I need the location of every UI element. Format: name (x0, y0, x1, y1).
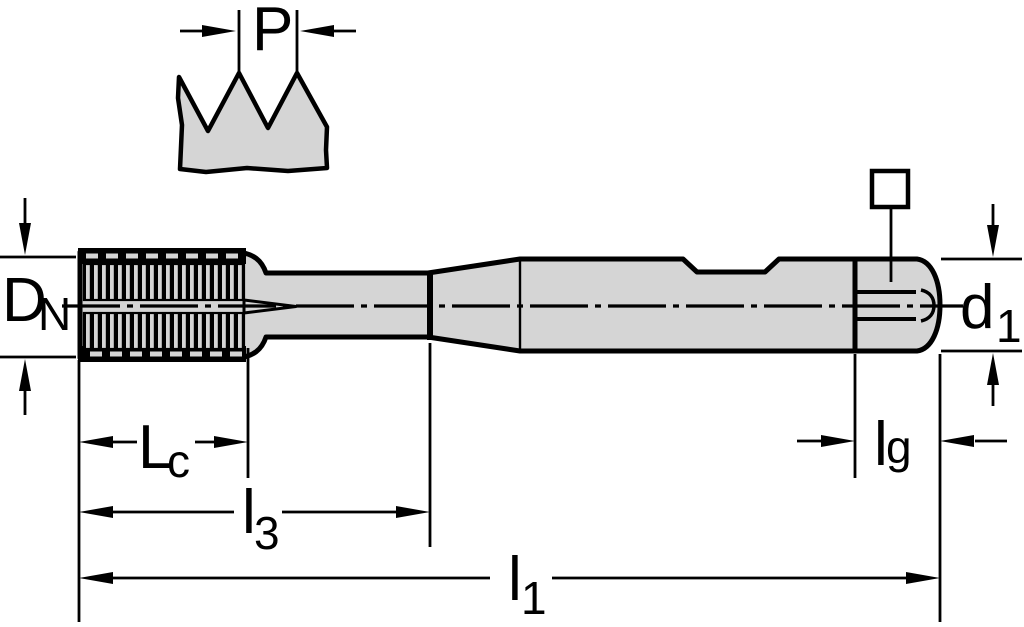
thread-profile-shape (175, 70, 330, 175)
thread-crest-band-top (78, 248, 246, 264)
dn-arrow-up (19, 359, 31, 391)
lc-label-sub: c (167, 435, 190, 487)
l3-arrow-left (79, 506, 113, 518)
dim-overall-length: l 1 (77, 354, 942, 624)
lg-label-base: l (874, 410, 888, 479)
d1-arrow-down (987, 225, 999, 257)
tap-body (62, 248, 963, 362)
square-drive-callout (869, 168, 911, 282)
pitch-arrow-left (202, 25, 236, 37)
thread-profile-detail: P (175, 0, 356, 175)
dn-label-base: D (2, 266, 47, 335)
pitch-arrow-right (300, 25, 334, 37)
square-face-lines (855, 290, 916, 321)
lg-arrow-left (821, 435, 855, 447)
d1-extension-lines (941, 257, 1022, 353)
d1-label-sub: 1 (996, 300, 1022, 352)
lc-label-base: L (138, 413, 172, 482)
dn-arrow-down (19, 223, 31, 255)
l3-arrow-right (396, 506, 430, 518)
lg-label-sub: g (886, 421, 912, 473)
pitch-extension-lines (237, 10, 299, 72)
dim-thread-length: l 3 (79, 343, 432, 559)
thread-hatch-lower (82, 311, 246, 351)
l1-label-base: l (508, 545, 522, 614)
d1-label-base: d (960, 273, 994, 342)
lc-arrow-right (214, 436, 248, 448)
l3-label-sub: 3 (254, 507, 280, 559)
l1-label-sub: 1 (521, 572, 547, 624)
dn-extension-lines (0, 255, 76, 359)
pitch-label: P (252, 0, 293, 64)
l1-arrow-right (906, 572, 940, 584)
dim-chamfer-length: L c (79, 348, 250, 487)
d1-arrow-up (987, 353, 999, 385)
l1-arrow-left (79, 572, 113, 584)
thread-hatch-upper (82, 262, 246, 302)
dim-shank-diameter: d 1 (941, 204, 1022, 406)
dim-square-length: l g (797, 354, 1007, 479)
lc-arrow-left (79, 436, 113, 448)
square-symbol-icon (869, 168, 911, 210)
lg-arrow-right (940, 435, 974, 447)
dn-label-sub: N (38, 288, 71, 340)
l3-label-base: l (242, 478, 256, 547)
dim-nominal-diameter: D N (0, 198, 76, 415)
